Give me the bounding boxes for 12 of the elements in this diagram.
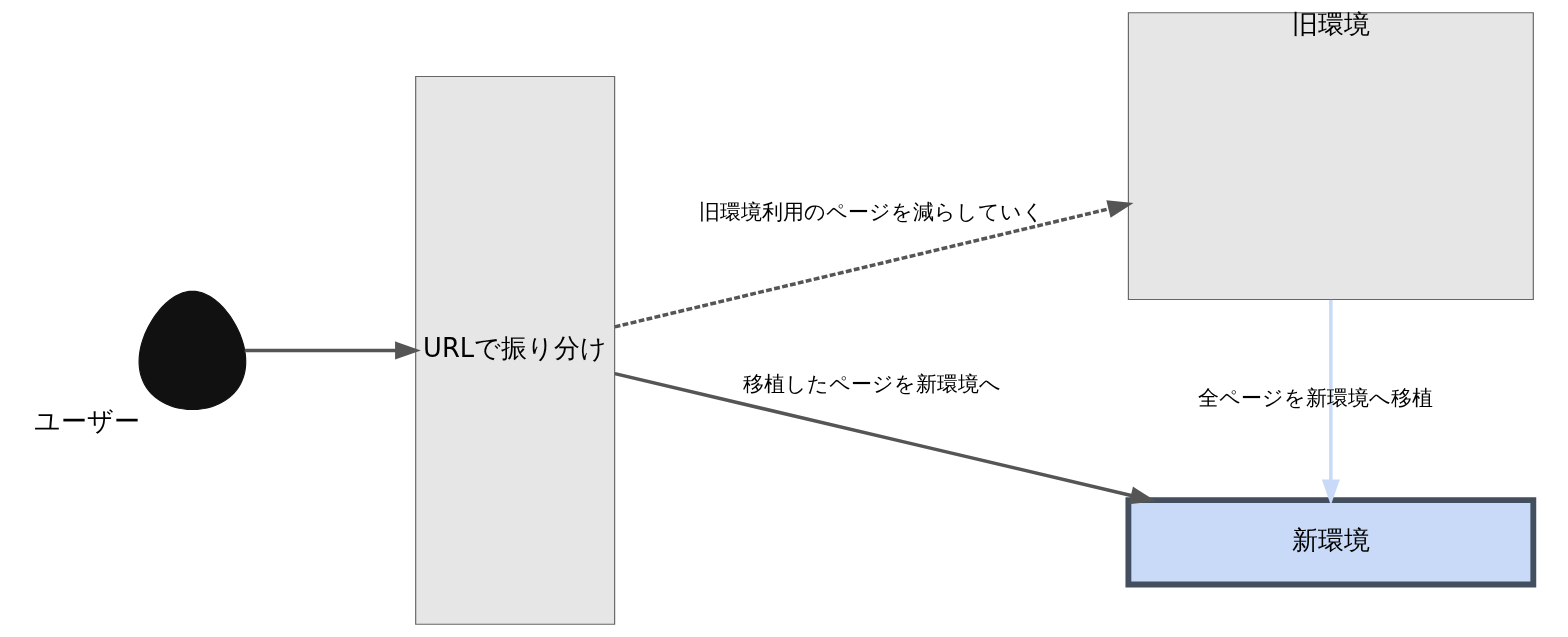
node-label: ユーザー	[33, 406, 140, 437]
arrow	[614, 200, 1134, 329]
edge-label: 移植したページを新環境へ	[742, 370, 1001, 396]
node-box: 新環境	[1125, 497, 1537, 588]
node-box: URLで振り分け	[415, 75, 616, 625]
arrow	[244, 341, 421, 360]
edge-label: 全ページを新環境へ移植	[1198, 385, 1434, 410]
edge-label: 旧環境利用のページを減らしていく	[699, 198, 1045, 224]
arrow	[614, 371, 1156, 505]
arrow	[1321, 299, 1340, 506]
node-box: 旧環境	[1127, 12, 1534, 301]
node-person	[138, 290, 247, 411]
